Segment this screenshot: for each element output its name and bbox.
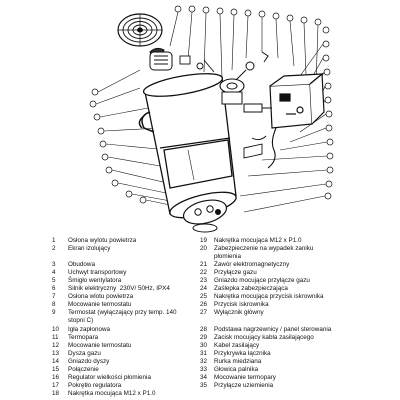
transport-handle	[138, 111, 155, 133]
legend-row	[200, 317, 400, 325]
gas-valve-assembly	[219, 51, 272, 113]
control-panel-box	[269, 72, 325, 129]
left-callout-circles	[89, 88, 147, 204]
fan-motor	[149, 47, 173, 71]
right-callout-circles	[322, 40, 334, 200]
legend-row	[52, 253, 204, 261]
top-callout-circles	[174, 5, 330, 34]
legend-row: stopni C)	[68, 317, 94, 325]
exploded-view-diagram	[89, 5, 334, 233]
legend-row: płomienia	[214, 253, 241, 261]
small-parts	[179, 55, 267, 159]
fan-guard	[117, 13, 163, 47]
top-callout-lines	[169, 11, 319, 85]
burner-head	[182, 199, 228, 233]
power-cable	[267, 127, 277, 169]
